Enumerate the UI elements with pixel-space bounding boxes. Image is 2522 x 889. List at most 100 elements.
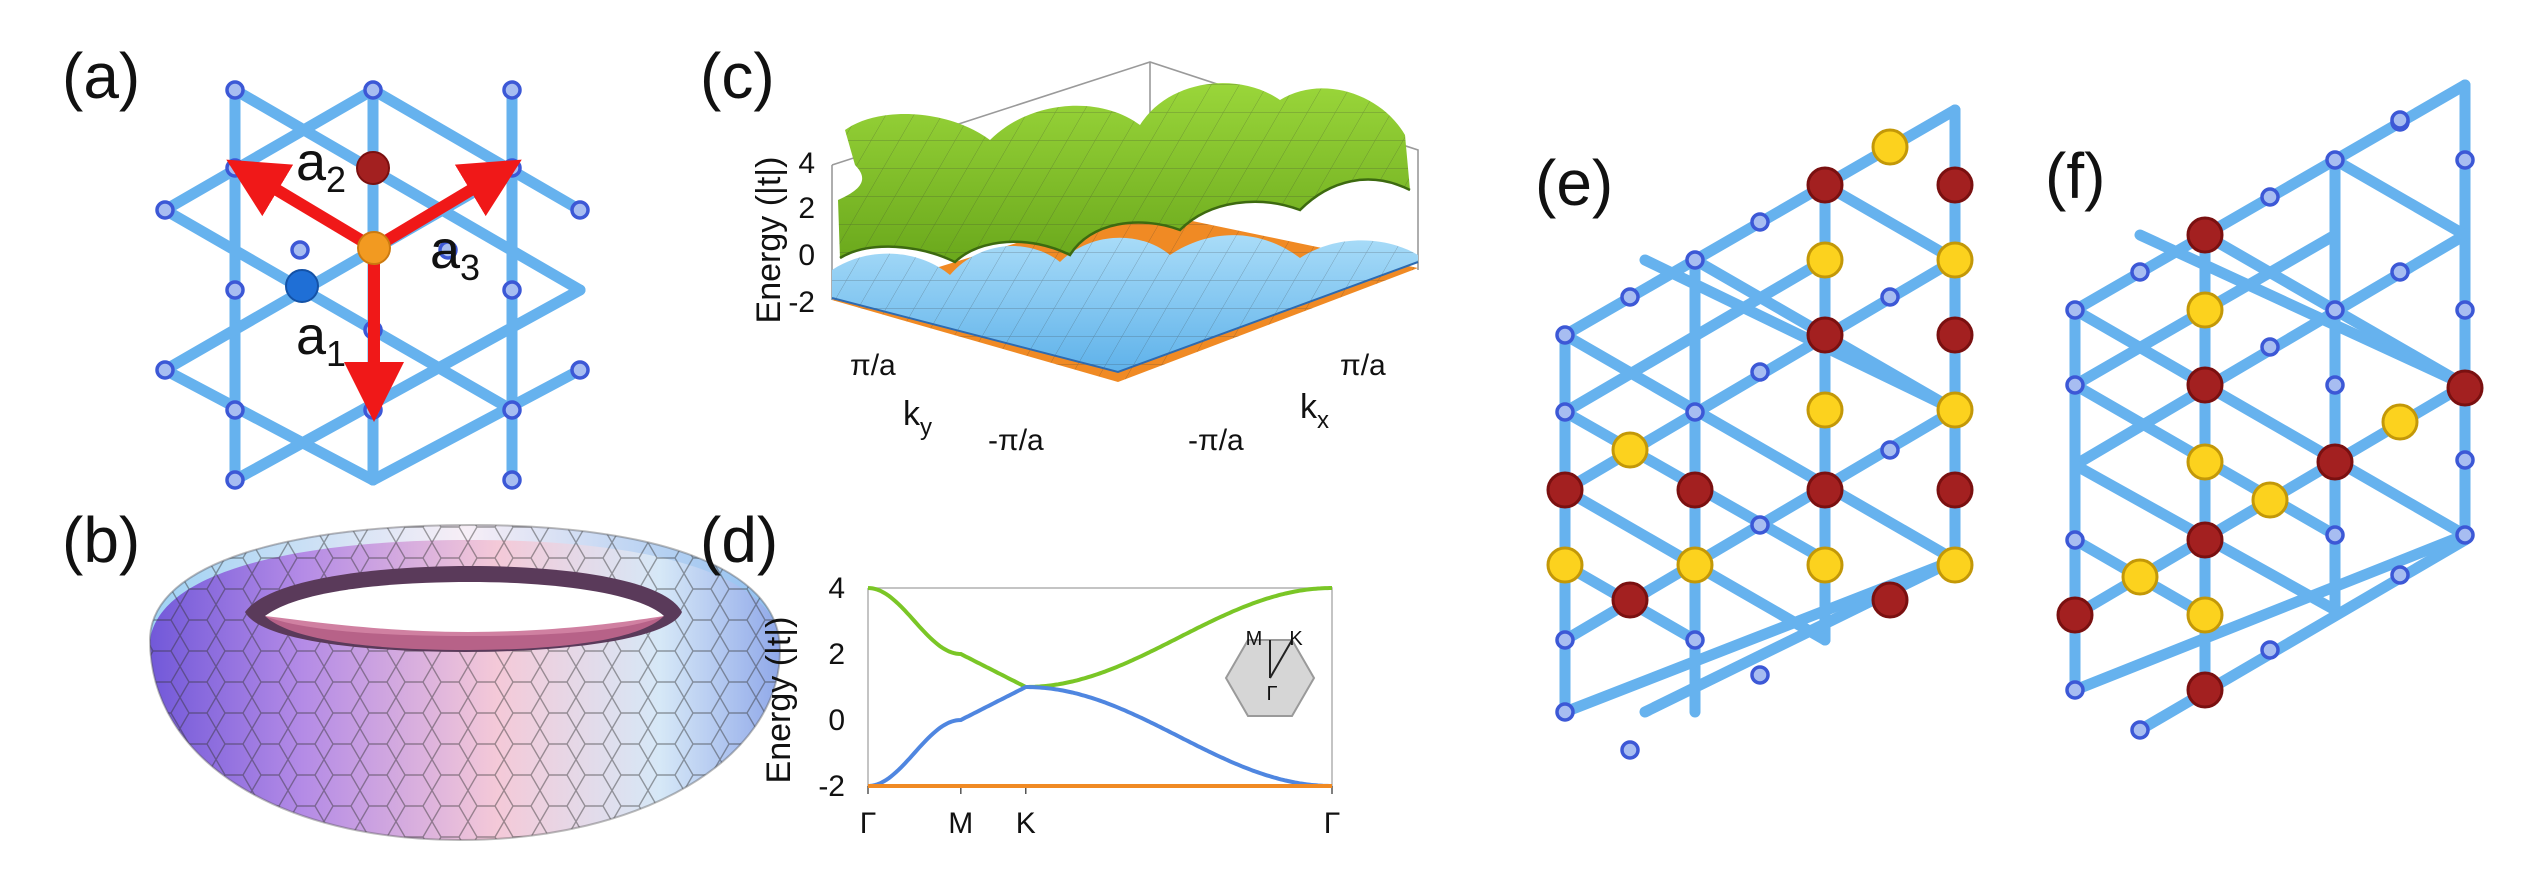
bond [229, 84, 586, 296]
label-a1: a1 [296, 306, 346, 374]
kx-tick-neg-pi: -π/a [1188, 424, 1244, 457]
lattice-site [2325, 150, 2345, 170]
panel-e-label: (e) [1535, 147, 1613, 219]
bond [367, 84, 586, 216]
lattice-site [502, 470, 522, 490]
lattice-site [1750, 212, 1770, 232]
origin-site [357, 231, 391, 265]
red-site [1936, 166, 1974, 204]
z-axis-label: Energy (|t|) [750, 157, 788, 324]
lattice-site [1880, 440, 1900, 460]
red-site [2056, 596, 2094, 634]
arrow-a2 [226, 159, 378, 254]
yellow-site [1936, 546, 1974, 584]
lattice-site [1555, 630, 1575, 650]
d-y-axis-label: Energy (|t|) [760, 617, 798, 784]
yellow-site [1806, 391, 1844, 429]
band-line-1 [867, 685, 1332, 788]
red-site [2186, 671, 2224, 709]
lattice-site [1620, 287, 1640, 307]
red-site [1806, 471, 1844, 509]
yellow-site [2121, 558, 2159, 596]
bond [1559, 254, 1831, 418]
lattice-site [502, 280, 522, 300]
upper-band-surface [838, 83, 1411, 264]
panel-f: (f) [2045, 79, 2484, 740]
lattice-site [225, 80, 245, 100]
lattice-site [502, 400, 522, 420]
bond [229, 284, 586, 486]
lattice-site [2130, 720, 2150, 740]
red-site [2186, 521, 2224, 559]
lattice-site [225, 158, 245, 178]
bz-label-m: M [1246, 628, 1263, 650]
d-x-tick-label: Γ [1324, 807, 1341, 840]
lattice-site [438, 240, 458, 260]
lattice-site [1880, 287, 1900, 307]
lattice-site [1555, 402, 1575, 422]
z-tick-2: 2 [798, 192, 815, 225]
bond [367, 364, 586, 486]
bz-label-gamma: Γ [1266, 683, 1277, 705]
red-site [1806, 166, 1844, 204]
lattice-vector-arrows [226, 159, 522, 422]
yellow-site [2186, 596, 2224, 634]
kx-tick-pi: π/a [1340, 349, 1386, 382]
lattice-site [1750, 362, 1770, 382]
d-x-tick-label: K [1016, 807, 1036, 840]
bond [2329, 154, 2471, 241]
ky-tick-pi: π/a [850, 349, 896, 382]
yellow-site [2251, 481, 2289, 519]
panel-a-label: (a) [62, 40, 140, 112]
d-y-tick-label: -2 [818, 770, 845, 803]
panel-b: (b) [62, 504, 782, 842]
red-site [1871, 581, 1909, 619]
bz-path-gk [1269, 639, 1293, 679]
lattice-site [570, 360, 590, 380]
yellow-site [1676, 546, 1714, 584]
yellow-site [1936, 241, 1974, 279]
lattice-site [1555, 702, 1575, 722]
lattice-site [2390, 110, 2410, 130]
yellow-site [2381, 403, 2419, 441]
yellow-site [1611, 431, 1649, 469]
bond [2069, 529, 2471, 696]
lattice-site [2065, 375, 2085, 395]
lattice-site [2455, 150, 2475, 170]
kagome-lattice-f [2056, 79, 2484, 740]
kagome-lattice-e [1546, 104, 1974, 760]
lattice-site [2260, 187, 2280, 207]
lower-band-surface [831, 235, 1419, 374]
label-a2: a2 [296, 132, 346, 200]
lattice-site [1750, 665, 1770, 685]
red-site [2446, 369, 2484, 407]
yellow-site [1806, 241, 1844, 279]
yellow-site [2186, 291, 2224, 329]
yellow-site [1871, 128, 1909, 166]
lattice-site [363, 400, 383, 420]
d-band-lines [867, 586, 1332, 788]
lattice-site [225, 400, 245, 420]
bond [159, 364, 379, 486]
ky-label: ky [903, 395, 932, 441]
d-y-tick-label: 0 [828, 704, 845, 737]
lattice-site [2325, 525, 2345, 545]
lattice-site [2455, 450, 2475, 470]
lattice-site [2260, 337, 2280, 357]
kx-axis: -π/a kx π/a [1188, 349, 1386, 457]
panel-f-label: (f) [2045, 140, 2105, 212]
lattice-site [2390, 262, 2410, 282]
red-site [1611, 581, 1649, 619]
lattice-site [570, 200, 590, 220]
d-x-tick-label: Γ [860, 807, 877, 840]
lattice-site [2325, 375, 2345, 395]
z-tick-neg2: -2 [788, 286, 815, 319]
bond [159, 204, 518, 416]
lattice-site [2390, 565, 2410, 585]
yellow-site [1936, 391, 1974, 429]
lattice-site [155, 200, 175, 220]
lattice-site [2455, 525, 2475, 545]
label-a3: a3 [430, 220, 480, 288]
